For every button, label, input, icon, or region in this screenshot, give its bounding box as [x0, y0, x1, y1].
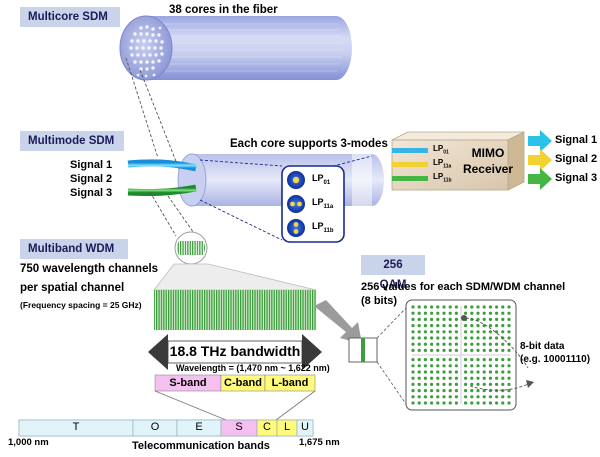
cores-caption: 38 cores in the fiber — [169, 4, 278, 16]
mimo-receiver-box — [391, 131, 525, 191]
zoom-lines-multicore — [125, 57, 193, 203]
multimode-sdm-tag: Multimode SDM — [20, 131, 124, 151]
wdm-channels-line1: 750 wavelength channels — [20, 263, 159, 275]
single-channel-box — [348, 307, 407, 405]
multicore-fiber — [119, 15, 352, 81]
qam-tag: 256 QAM — [361, 255, 425, 291]
receiver-mode-lp01: LP01 — [433, 144, 449, 156]
wdm-band-l — [264, 374, 316, 392]
mode-box — [281, 165, 345, 243]
telecom-band-label-e: E — [195, 421, 203, 433]
mode-lp01-label: LP01 — [312, 173, 331, 186]
telecom-band-bar — [18, 419, 314, 437]
wdm-band-bar — [154, 374, 316, 392]
mode-lp01-pattern — [287, 171, 305, 189]
s-band-label: S-band — [169, 377, 207, 389]
qam-data-label: 8-bit data — [520, 341, 565, 352]
multiband-wdm-tag: Multiband WDM — [20, 239, 128, 259]
receiver-input-lines — [392, 148, 428, 181]
wavelength-range-label: Wavelength = (1,470 nm ~ 1,622 nm) — [176, 363, 330, 373]
telecom-start-label: 1,000 nm — [8, 437, 49, 448]
mode-lp11b-pattern — [287, 219, 305, 237]
signal-2-input-label: Signal 2 — [70, 173, 113, 185]
mode-lp11b-label: LP11b — [312, 221, 334, 234]
spectrum-channels — [154, 290, 316, 330]
signal-1-input-label: Signal 1 — [70, 159, 113, 171]
output-arrows — [528, 130, 552, 190]
telecom-band-label-t: T — [72, 421, 80, 433]
qam-data-example: (e.g. 10001110) — [520, 354, 591, 365]
qam-caption-line2: (8 bits) — [361, 295, 398, 307]
wdm-channels-line2: per spatial channel — [20, 282, 125, 294]
signal-2-output-label: Signal 2 — [555, 153, 598, 165]
fiber-cores — [129, 25, 164, 78]
c-band-label: C-band — [224, 377, 262, 389]
mode-lp11a-pattern — [287, 195, 305, 213]
modes-caption: Each core supports 3-modes — [230, 138, 388, 150]
receiver-mode-lp11b: LP11b — [433, 172, 452, 184]
telecom-band-u — [296, 419, 314, 437]
bandwidth-label: 18.8 THz bandwidth — [169, 343, 301, 359]
signal-fibers — [127, 159, 197, 197]
qam-caption-line1: 256 values for each SDM/WDM channel — [361, 281, 566, 293]
multicore-sdm-tag: Multicore SDM — [20, 7, 120, 27]
wdm-magnifier — [174, 231, 208, 265]
telecom-band-label-o: O — [150, 421, 160, 433]
spectrum-zoom-trapezoid — [153, 263, 317, 291]
qam-link-arrow — [314, 300, 362, 344]
signal-3-input-label: Signal 3 — [70, 187, 113, 199]
multimode-fiber — [177, 153, 384, 207]
telecom-band-label-l: L — [283, 421, 291, 433]
telecom-band-label-u: U — [301, 421, 309, 433]
l-band-label: L-band — [271, 377, 309, 389]
mode-lp11a-label: LP11a — [312, 197, 334, 210]
receiver-mode-lp11a: LP11a — [433, 158, 452, 170]
qam-constellation — [405, 299, 534, 411]
receiver-title-line2: Receiver — [462, 162, 514, 176]
telecom-band-label-c: C — [263, 421, 271, 433]
bandwidth-arrow — [148, 334, 322, 370]
telecom-band-label-s: S — [235, 421, 243, 433]
telecom-end-label: 1,675 nm — [299, 437, 340, 448]
wdm-frequency-note: (Frequency spacing = 25 GHz) — [20, 300, 142, 310]
signal-3-output-label: Signal 3 — [555, 172, 598, 184]
telecom-caption: Telecommunication bands — [132, 440, 270, 452]
receiver-title-line1: MIMO — [471, 146, 505, 160]
signal-1-output-label: Signal 1 — [555, 134, 598, 146]
